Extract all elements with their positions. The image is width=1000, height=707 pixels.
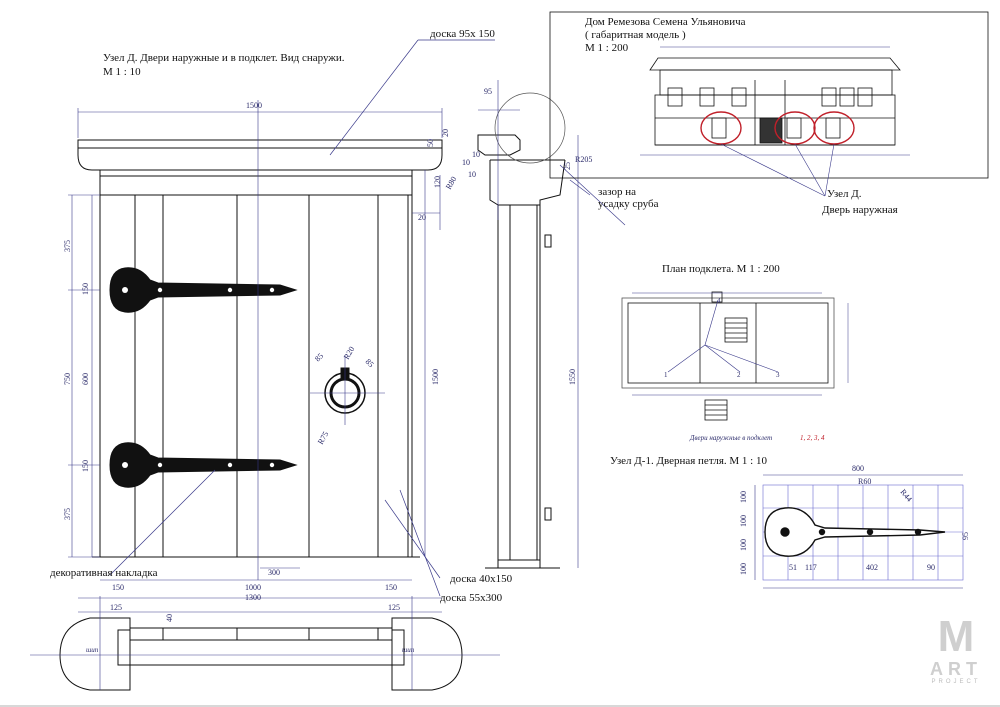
hinge-title: Узел Д-1. Дверная петля. М 1 : 10	[610, 455, 767, 467]
gap-label-line1: зазор на	[598, 186, 637, 198]
house-title: Дом Ремезова Семена Ульяновича	[585, 16, 746, 28]
house-subtitle: ( габаритная модель )	[585, 29, 686, 41]
dimension-labels: 1500 95 50 20 10 10 10 R205 120 R80 20 2…	[63, 87, 970, 622]
house-scale: М 1 : 200	[585, 42, 629, 54]
dim-150d: 150	[385, 583, 397, 592]
dim-750: 750	[63, 373, 72, 385]
leader-lines	[109, 39, 495, 597]
hinge-dim-90: 90	[927, 563, 935, 572]
dim-1500: 1500	[246, 101, 262, 110]
hinge-lower	[109, 442, 298, 488]
dim-300: 300	[268, 568, 280, 577]
board-40-label: доска 40х150	[450, 573, 513, 585]
hinge-dim-95: 95	[961, 532, 970, 540]
logo-word: ART	[930, 659, 982, 679]
dim-1500v: 1500	[431, 369, 440, 385]
dim-r205: R205	[575, 155, 592, 164]
hinge-dim-51: 51	[789, 563, 797, 572]
dim-50: 50	[426, 139, 435, 147]
logo-sub: PROJECT	[931, 679, 981, 685]
plan-marker-1: 1	[664, 371, 668, 379]
plan-marker-3: 3	[776, 371, 780, 379]
dim-375a: 375	[63, 240, 72, 252]
hinge-dim-r60: R60	[858, 477, 871, 486]
dim-1000: 1000	[245, 583, 261, 592]
hinge-dim-117: 117	[805, 563, 817, 572]
m-art-project-logo: M ART PROJECT	[920, 615, 992, 705]
board-55-label: доска 55х300	[440, 592, 503, 604]
gap-label-line2: усадку сруба	[598, 198, 659, 210]
dim-r80: R80	[444, 175, 458, 191]
dim-20b: 20	[418, 213, 426, 222]
board-95-label: доска 95х 150	[430, 28, 495, 40]
dim-95: 95	[484, 87, 492, 96]
hinge-dim-100d: 100	[739, 563, 748, 575]
door-outer-label: Дверь наружная	[822, 204, 898, 216]
plan-markers: 1 2 3 4	[664, 297, 780, 379]
basement-plan	[621, 291, 849, 421]
dim-120: 120	[433, 176, 442, 188]
tenon-labels: шип шип	[86, 646, 415, 654]
hinge-dim-800: 800	[852, 464, 864, 473]
dim-10b: 10	[462, 158, 470, 167]
side-section-circle	[494, 92, 566, 164]
ring-handle	[310, 355, 385, 425]
hinge-dim-100a: 100	[739, 491, 748, 503]
hinge-dim-100b: 100	[739, 515, 748, 527]
dim-150b: 150	[81, 460, 90, 472]
logo-letter: M	[937, 612, 975, 661]
hinge-dim-100c: 100	[739, 539, 748, 551]
door-side-section	[477, 134, 566, 569]
dim-10c: 10	[468, 170, 476, 179]
hinge-detail	[764, 507, 946, 557]
tenon-label-right: шип	[402, 646, 415, 654]
dim-600: 600	[81, 373, 90, 385]
dim-40: 40	[165, 614, 174, 622]
node-d-scale: М 1 : 10	[103, 66, 141, 78]
plan-doors-note: Двери наружные в подклет	[690, 434, 773, 442]
door-plan-section	[30, 617, 500, 691]
node-d-title: Узел Д. Двери наружные и в подклет. Вид …	[103, 52, 345, 64]
node-d-short-label: Узел Д.	[827, 188, 862, 200]
dim-1300: 1300	[245, 593, 261, 602]
dim-150a: 150	[81, 283, 90, 295]
dim-375b: 375	[63, 508, 72, 520]
decor-label: декоративная накладка	[50, 567, 158, 579]
dim-125b: 125	[388, 603, 400, 612]
dim-1550: 1550	[568, 369, 577, 385]
dim-125a: 125	[110, 603, 122, 612]
plan-door-numbers: 1, 2, 3, 4	[800, 434, 825, 442]
plan-marker-4: 4	[717, 297, 721, 305]
plan-title: План подклета. М 1 : 200	[662, 263, 780, 275]
dim-25: 25	[563, 162, 572, 170]
hinge-upper	[109, 267, 298, 313]
door-front-view	[77, 139, 443, 558]
tenon-label-left: шип	[86, 646, 99, 654]
dim-10a: 10	[472, 150, 480, 159]
house-elevation-panel	[549, 11, 989, 197]
hinge-dim-r44: R44	[898, 488, 913, 504]
dim-150c: 150	[112, 583, 124, 592]
hinge-dim-402: 402	[866, 563, 878, 572]
dim-20a: 20	[441, 129, 450, 137]
plan-marker-2: 2	[737, 371, 741, 379]
dimension-lines	[68, 100, 443, 599]
